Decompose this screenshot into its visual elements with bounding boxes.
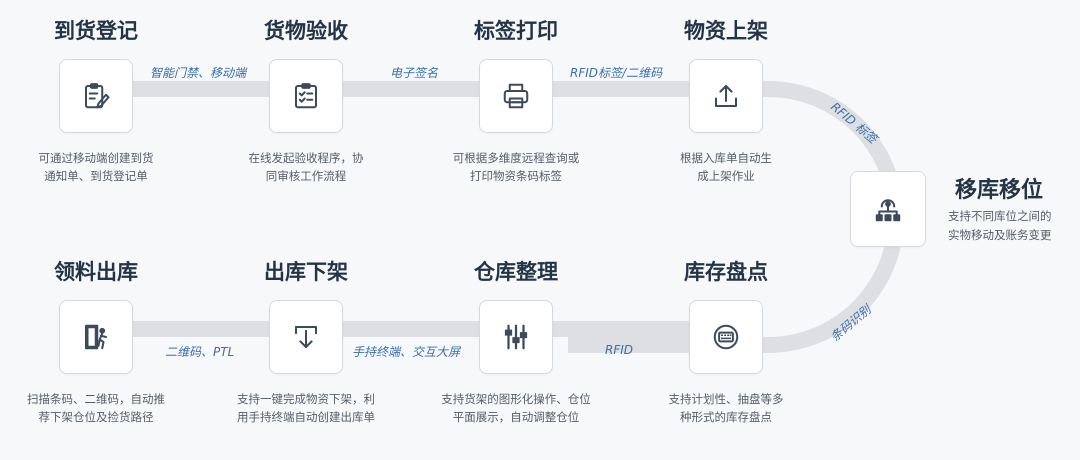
network-icon — [875, 199, 901, 222]
step-title: 库存盘点 — [684, 260, 768, 284]
step-inventory-count: 库存盘点 支持计划性、抽盘等多 种形式的库存盘点 — [666, 258, 786, 426]
step-title: 领料出库 — [54, 260, 138, 284]
step-title: 出库下架 — [264, 260, 348, 284]
step-title-relocation: 移库移位 — [955, 178, 1044, 203]
step-desc: 可通过移动端创建到货 通知单、到货登记单 — [38, 151, 154, 183]
tag-bottom-1: 二维码、PTL — [165, 345, 235, 359]
upload-icon — [715, 85, 737, 107]
step-warehouse-organizing: 仓库整理 支持货架的图形化操作、仓位 平面展示，自动调整仓位 — [441, 258, 591, 426]
sliders-icon — [504, 324, 528, 350]
tag-bottom-3: RFID — [605, 343, 634, 357]
checklist-icon — [295, 83, 317, 109]
step-icon-box — [689, 59, 763, 133]
step-desc: 扫描条码、二维码，自动推 荐下架仓位及捡货路径 — [27, 392, 165, 424]
step-material-shelving: 物资上架 根据入库单自动生 成上架作业 — [666, 17, 786, 185]
step-title: 货物验收 — [264, 19, 348, 43]
step-icon-box — [269, 59, 343, 133]
step-material-issue: 领料出库 扫描条码、二维码，自动推 荐下架仓位及捡货路径 — [27, 258, 165, 426]
step-title: 标签打印 — [474, 19, 558, 43]
tag-top-2: 电子签名 — [390, 66, 439, 80]
exit-door-icon — [85, 324, 107, 350]
step-title: 物资上架 — [684, 19, 768, 43]
step-outbound-unshelving: 出库下架 支持一键完成物资下架，利 用手持终端自动创建出库单 — [237, 258, 375, 426]
printer-icon — [503, 83, 529, 109]
step-icon-box — [689, 300, 763, 374]
step-title: 仓库整理 — [474, 260, 558, 284]
download-icon — [295, 326, 317, 348]
tag-bottom-2: 手持终端、交互大屏 — [352, 345, 461, 359]
step-icon-box — [269, 300, 343, 374]
step-icon-box — [59, 59, 133, 133]
step-title: 到货登记 — [54, 19, 138, 43]
step-goods-acceptance: 货物验收 在线发起验收程序，协 同审核工作流程 — [246, 17, 366, 185]
tag-top-3: RFID标签/二维码 — [570, 66, 663, 80]
step-arrival-registration: 到货登记 可通过移动端创建到货 通知单、到货登记单 — [36, 17, 156, 185]
step-desc: 支持货架的图形化操作、仓位 平面展示，自动调整仓位 — [441, 392, 591, 424]
step-desc: 在线发起验收程序，协 同审核工作流程 — [248, 151, 364, 183]
step-label-printing: 标签打印 可根据多维度远程查询或 打印物资条码标签 — [453, 17, 580, 185]
step-icon-box — [59, 300, 133, 374]
clipboard-edit-icon — [85, 83, 110, 109]
step-icon-box — [479, 300, 553, 374]
step-icon-box — [479, 59, 553, 133]
step-desc: 支持计划性、抽盘等多 种形式的库存盘点 — [668, 392, 784, 424]
step-desc: 可根据多维度远程查询或 打印物资条码标签 — [452, 151, 580, 183]
keyboard-icon — [713, 324, 739, 350]
tag-top-1: 智能门禁、移动端 — [150, 66, 247, 80]
step-desc-relocation: 支持不同库位之间的 实物移动及账务变更 — [948, 209, 1052, 242]
step-desc: 支持一键完成物资下架，利 用手持终端自动创建出库单 — [237, 392, 375, 424]
step-desc: 根据入库单自动生 成上架作业 — [680, 151, 772, 183]
step-icon-box-relocation — [850, 171, 926, 247]
